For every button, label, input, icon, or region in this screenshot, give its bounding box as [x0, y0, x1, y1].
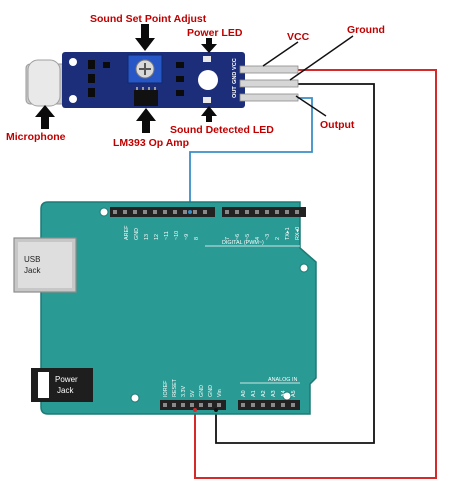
ground-label: Ground — [347, 24, 385, 36]
usb-jack-label-line1: USB — [24, 255, 40, 264]
vcc-wire — [194, 69, 437, 479]
sound-sensor-module: OUT GND VCC — [25, 52, 299, 108]
lm393-chip — [134, 90, 158, 106]
svg-text:A0: A0 — [241, 390, 247, 397]
annotation-arrows — [35, 24, 217, 133]
svg-text:A4: A4 — [281, 390, 287, 397]
svg-text:RESET: RESET — [172, 378, 178, 397]
svg-text:TX▸1: TX▸1 — [285, 227, 291, 240]
svg-text:IOREF: IOREF — [163, 380, 169, 397]
svg-text:~5: ~5 — [245, 234, 251, 240]
power-jack-label-line1: Power — [55, 375, 78, 384]
analog-pin-labels: A0 A1 A2 A3 A4 A5 — [241, 390, 297, 397]
power-led-label: Power LED — [187, 27, 243, 39]
svg-text:~10: ~10 — [174, 231, 180, 240]
label-leader-lines — [262, 35, 354, 117]
power-led — [203, 56, 211, 62]
power-jack-label-line2: Jack — [57, 386, 74, 395]
svg-text:2: 2 — [275, 237, 281, 240]
svg-text:~9: ~9 — [184, 234, 190, 240]
svg-text:A5: A5 — [291, 390, 297, 397]
svg-text:GND: GND — [134, 228, 140, 240]
ground-wire — [215, 83, 375, 444]
digital-pin-labels: AREF GND 13 12 ~11 ~10 ~9 8 7 ~6 ~5 4 ~3… — [124, 225, 301, 240]
module-header-pins — [239, 65, 299, 102]
wire-terminals — [188, 210, 218, 412]
svg-text:4: 4 — [255, 237, 261, 240]
svg-text:A1: A1 — [251, 390, 257, 397]
usb-jack-label-line2: Jack — [24, 266, 41, 275]
sound-detected-led — [203, 97, 211, 103]
svg-text:8: 8 — [194, 237, 200, 240]
digital-header-left — [110, 207, 215, 217]
analog-label: ANALOG IN — [268, 377, 297, 383]
svg-text:7: 7 — [225, 237, 231, 240]
svg-text:GND: GND — [208, 385, 214, 397]
svg-text:3.3V: 3.3V — [181, 386, 187, 397]
svg-text:~3: ~3 — [265, 234, 271, 240]
svg-text:5V: 5V — [190, 390, 196, 397]
bottom-header-pins — [163, 403, 295, 407]
microphone-face — [27, 59, 61, 107]
arduino-board: USB Jack Power Jack AREF GND 13 12 ~11 ~… — [13, 201, 317, 415]
svg-text:Vin: Vin — [217, 389, 223, 397]
svg-text:~11: ~11 — [164, 231, 170, 240]
digital-label: DIGITAL (PWM~) — [222, 240, 264, 246]
svg-text:OUT: OUT — [232, 86, 238, 98]
svg-text:VCC: VCC — [232, 58, 238, 70]
arrow-up-icon — [136, 108, 156, 133]
op-amp-label: LM393 Op Amp — [113, 137, 189, 149]
board-outline — [40, 201, 317, 415]
svg-text:A3: A3 — [271, 390, 277, 397]
arrow-up-icon — [35, 105, 55, 129]
svg-text:~6: ~6 — [235, 234, 241, 240]
microphone-label: Microphone — [6, 131, 66, 143]
digital-header-right — [222, 207, 306, 217]
svg-text:13: 13 — [144, 234, 150, 240]
sound-set-point-label: Sound Set Point Adjust — [90, 13, 207, 25]
svg-text:GND: GND — [232, 72, 238, 84]
svg-text:RX◂0: RX◂0 — [295, 227, 301, 240]
vcc-label: VCC — [287, 31, 310, 43]
arrow-down-icon — [135, 24, 155, 51]
sound-detected-led-label: Sound Detected LED — [170, 124, 274, 136]
digital-header-pins — [113, 210, 299, 214]
arrow-down-icon — [201, 38, 217, 53]
svg-text:A2: A2 — [261, 390, 267, 397]
analog-header — [238, 400, 300, 410]
arrow-up-icon — [201, 106, 217, 122]
svg-text:GND: GND — [199, 385, 205, 397]
module-pin-labels: OUT GND VCC — [232, 58, 238, 98]
power-pin-labels: IOREF RESET 3.3V 5V GND GND Vin — [163, 378, 223, 397]
svg-text:12: 12 — [154, 234, 160, 240]
svg-text:AREF: AREF — [124, 225, 130, 240]
output-label: Output — [320, 119, 355, 131]
